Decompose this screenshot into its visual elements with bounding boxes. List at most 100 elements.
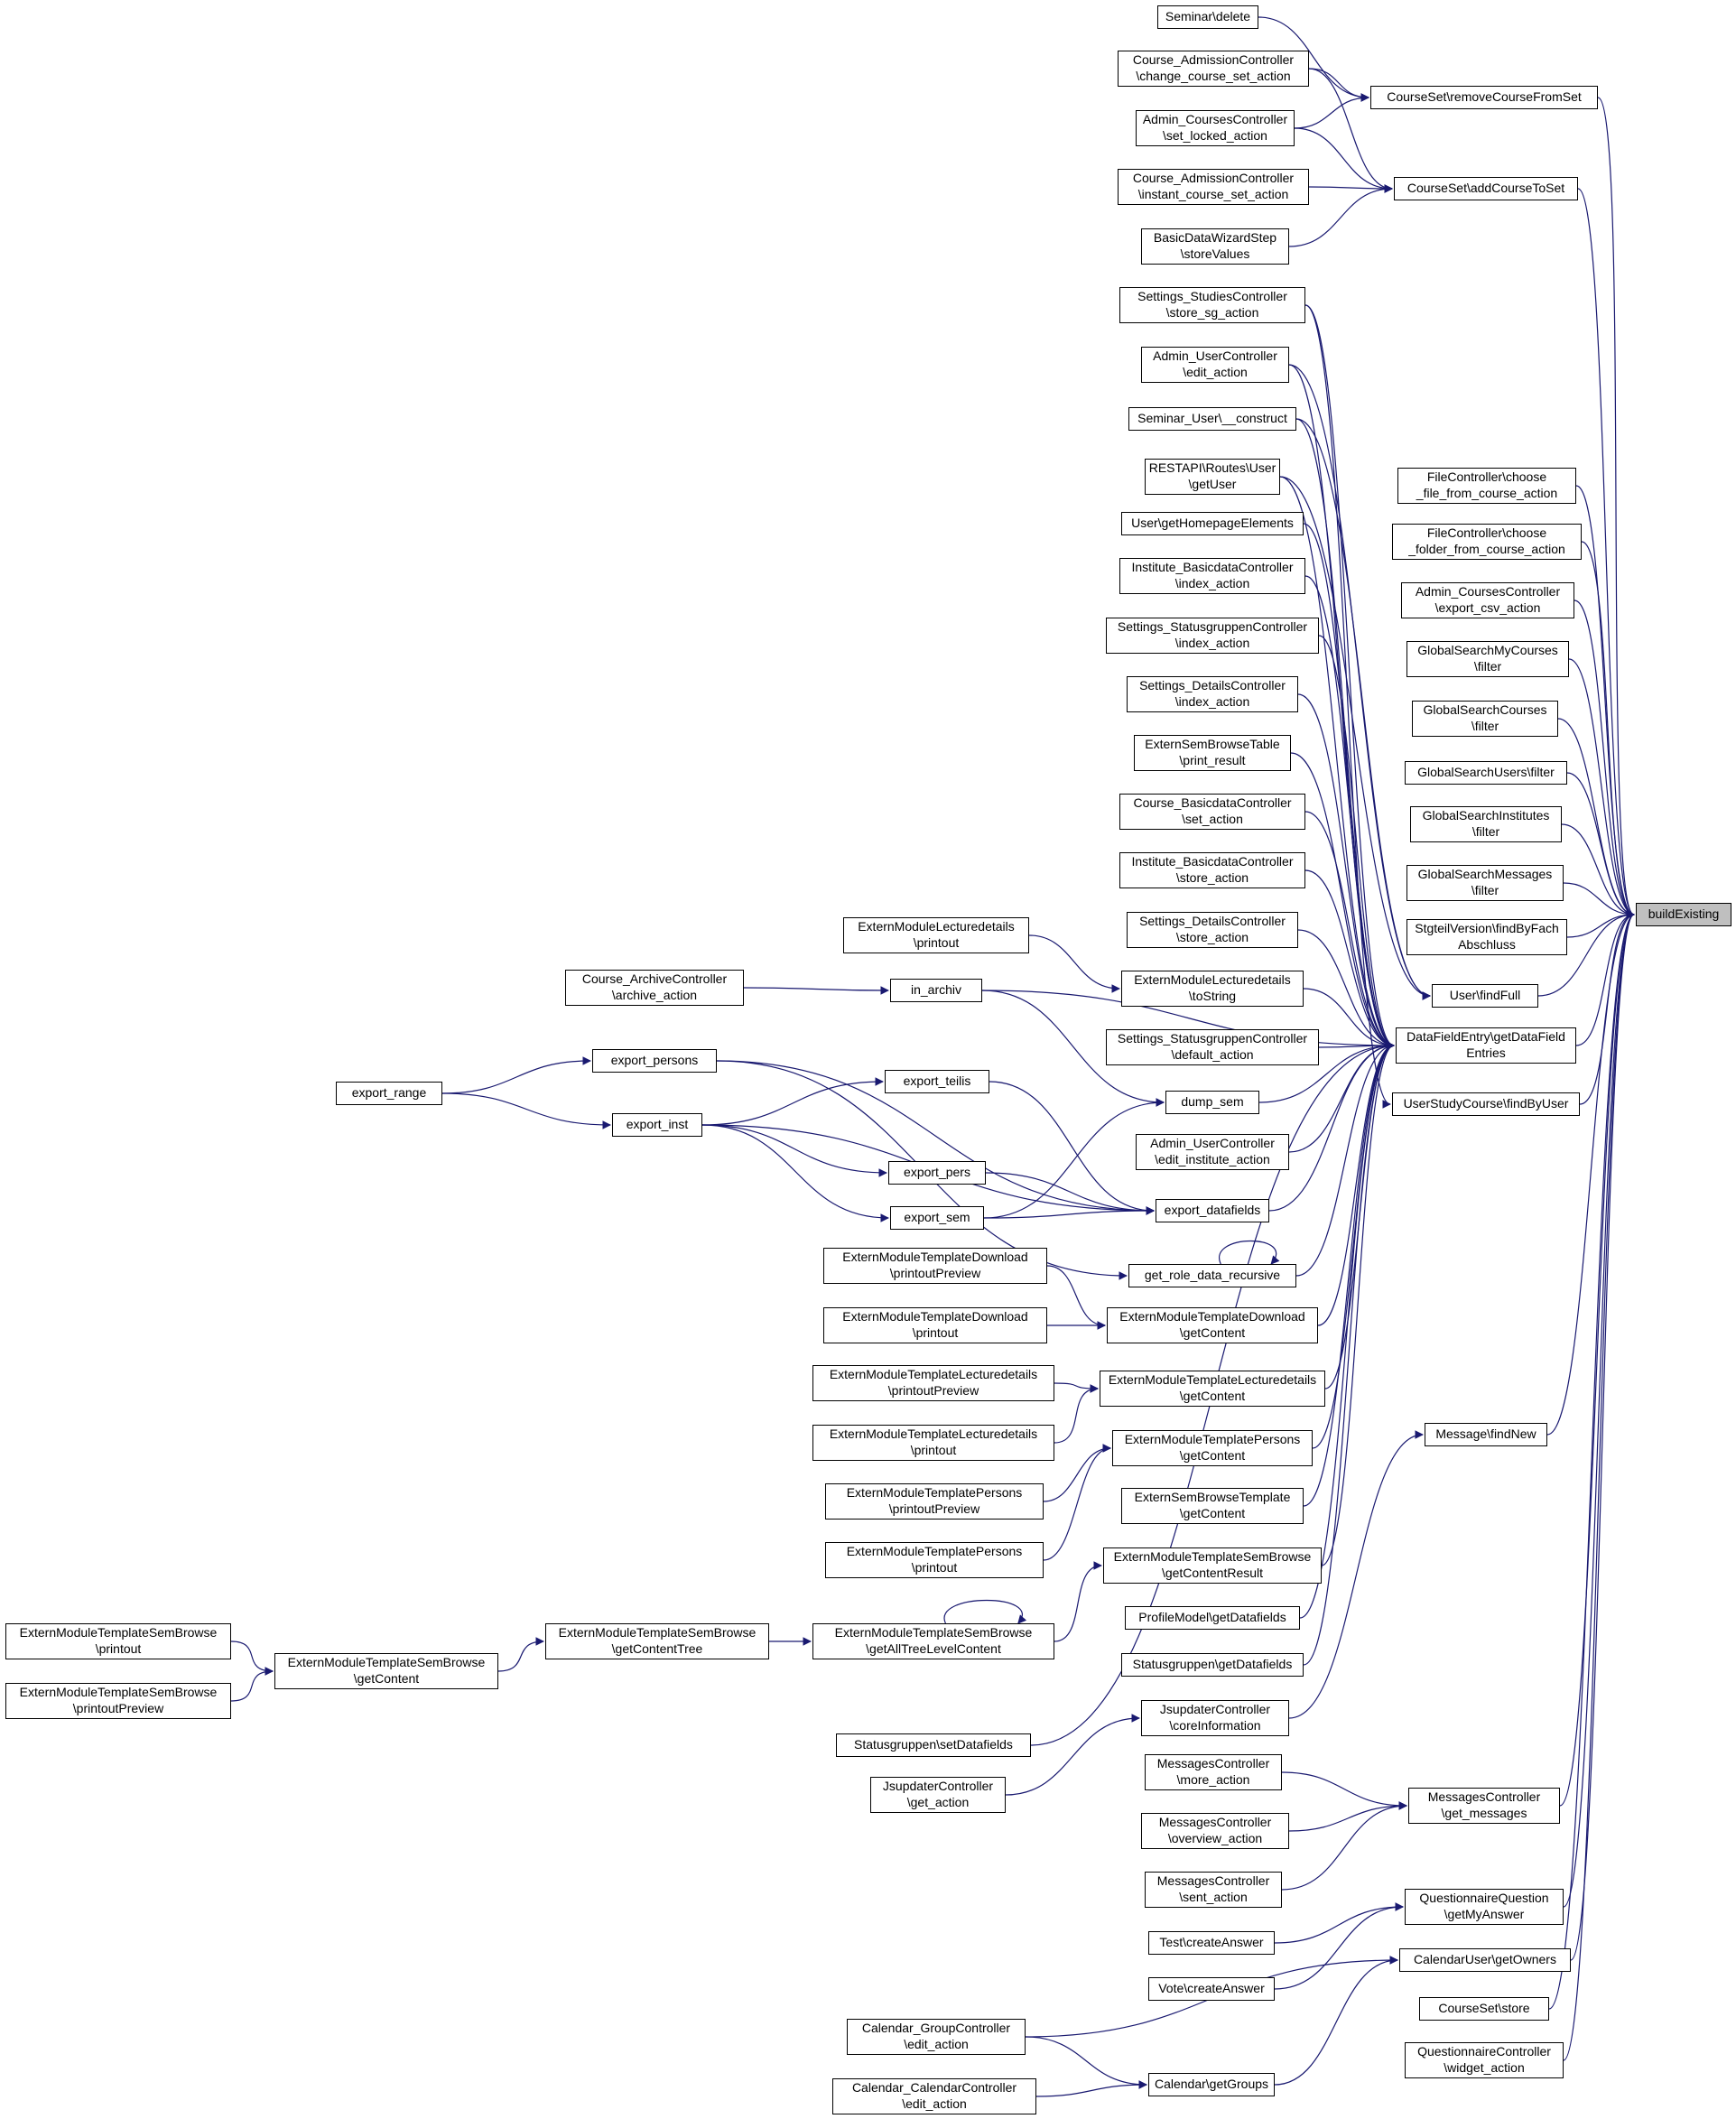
edge-in-archiv--get-data-field-entries <box>981 990 1395 1050</box>
node-choose-file-from-course-action[interactable]: FileController\choose _file_from_course_… <box>1397 468 1576 504</box>
node-archive-action[interactable]: Course_ArchiveController \archive_action <box>565 970 744 1006</box>
node-core-information[interactable]: JsupdaterController \coreInformation <box>1141 1700 1289 1736</box>
node-restapi-get-user[interactable]: RESTAPI\Routes\User \getUser <box>1145 459 1280 495</box>
node-choose-folder-from-course-action[interactable]: FileController\choose _folder_from_cours… <box>1392 524 1582 560</box>
node-label: CourseSet\addCourseToSet <box>1406 181 1565 196</box>
node-get-my-answer[interactable]: QuestionnaireQuestion \getMyAnswer <box>1405 1889 1564 1925</box>
node-template-lecturedetails-printout[interactable]: ExternModuleTemplateLecturedetails \prin… <box>812 1425 1054 1461</box>
edge-template-lecturedetails-printout-preview--template-lecturedetails-get-content <box>1054 1382 1099 1393</box>
node-template-download-get-content[interactable]: ExternModuleTemplateDownload \getContent <box>1107 1307 1318 1343</box>
node-remove-course-from-set[interactable]: CourseSet\removeCourseFromSet <box>1370 86 1598 109</box>
node-instant-course-set-action[interactable]: Course_AdmissionController \instant_cour… <box>1118 169 1309 205</box>
node-get-data-field-entries[interactable]: DataFieldEntry\getDataField Entries <box>1396 1027 1576 1064</box>
node-lecturedetails-tostring[interactable]: ExternModuleLecturedetails \toString <box>1121 971 1304 1007</box>
node-label: JsupdaterController \get_action <box>882 1779 994 1809</box>
node-export-datafields[interactable]: export_datafields <box>1156 1199 1269 1222</box>
node-label: ExternModuleTemplateLecturedetails \getC… <box>1108 1372 1317 1403</box>
node-messages-more-action[interactable]: MessagesController \more_action <box>1145 1754 1282 1790</box>
node-dump-sem[interactable]: dump_sem <box>1165 1091 1259 1114</box>
node-institute-index-action[interactable]: Institute_BasicdataController \index_act… <box>1119 558 1305 594</box>
node-admin-user-edit-action[interactable]: Admin_UserController \edit_action <box>1141 347 1289 383</box>
node-label: Settings_DetailsController \index_action <box>1139 678 1286 709</box>
node-sembrowse-printout-preview[interactable]: ExternModuleTemplateSemBrowse \printoutP… <box>5 1683 231 1719</box>
node-seminar-user-construct[interactable]: Seminar_User\__construct <box>1128 407 1296 431</box>
node-seminar-delete[interactable]: Seminar\delete <box>1157 5 1258 29</box>
node-label: ExternModuleTemplateLecturedetails \prin… <box>829 1427 1038 1457</box>
node-test-create-answer[interactable]: Test\createAnswer <box>1148 1931 1275 1955</box>
node-template-download-printout-preview[interactable]: ExternModuleTemplateDownload \printoutPr… <box>823 1248 1047 1284</box>
node-export-range[interactable]: export_range <box>336 1082 442 1105</box>
node-calendar-user-get-owners[interactable]: CalendarUser\getOwners <box>1399 1948 1571 1972</box>
node-messages-overview-action[interactable]: MessagesController \overview_action <box>1141 1813 1289 1849</box>
node-set-locked-action[interactable]: Admin_CoursesController \set_locked_acti… <box>1136 110 1295 146</box>
node-sembrowse-get-all-tree-level-content[interactable]: ExternModuleTemplateSemBrowse \getAllTre… <box>812 1623 1054 1659</box>
node-statusgruppen-default-action[interactable]: Settings_StatusgruppenController \defaul… <box>1106 1029 1319 1065</box>
node-template-persons-get-content[interactable]: ExternModuleTemplatePersons \getContent <box>1112 1430 1313 1466</box>
node-user-find-full[interactable]: User\findFull <box>1432 984 1538 1008</box>
node-course-set-store[interactable]: CourseSet\store <box>1419 1997 1549 2021</box>
node-print-result[interactable]: ExternSemBrowseTable \print_result <box>1134 735 1291 771</box>
node-label: ExternModuleTemplateLecturedetails \prin… <box>829 1367 1038 1398</box>
node-sembrowse-get-content[interactable]: ExternModuleTemplateSemBrowse \getConten… <box>274 1653 498 1689</box>
node-global-search-courses-filter[interactable]: GlobalSearchCourses \filter <box>1412 701 1558 737</box>
node-message-find-new[interactable]: Message\findNew <box>1425 1423 1547 1446</box>
node-label: in_archiv <box>910 982 962 998</box>
node-sembrowse-printout[interactable]: ExternModuleTemplateSemBrowse \printout <box>5 1623 231 1659</box>
node-get-messages[interactable]: MessagesController \get_messages <box>1408 1788 1560 1824</box>
node-export-pers[interactable]: export_pers <box>888 1161 986 1185</box>
node-template-lecturedetails-get-content[interactable]: ExternModuleTemplateLecturedetails \getC… <box>1100 1371 1325 1407</box>
node-calendar-calendar-edit-action[interactable]: Calendar_CalendarController \edit_action <box>832 2078 1036 2114</box>
node-sembrowse-template-get-content[interactable]: ExternSemBrowseTemplate \getContent <box>1121 1488 1304 1524</box>
node-lecturedetails-printout[interactable]: ExternModuleLecturedetails \printout <box>843 917 1029 953</box>
node-template-lecturedetails-printout-preview[interactable]: ExternModuleTemplateLecturedetails \prin… <box>812 1365 1054 1401</box>
node-template-download-printout[interactable]: ExternModuleTemplateDownload \printout <box>823 1307 1047 1343</box>
node-questionnaire-widget-action[interactable]: QuestionnaireController \widget_action <box>1405 2042 1564 2078</box>
node-sembrowse-get-content-tree[interactable]: ExternModuleTemplateSemBrowse \getConten… <box>545 1623 769 1659</box>
node-global-search-users-filter[interactable]: GlobalSearchUsers\filter <box>1405 761 1567 785</box>
edge-template-persons-printout-preview--template-persons-get-content <box>1043 1444 1111 1502</box>
node-calendar-group-edit-action[interactable]: Calendar_GroupController \edit_action <box>847 2019 1026 2055</box>
node-global-search-messages-filter[interactable]: GlobalSearchMessages \filter <box>1406 865 1564 901</box>
node-course-basicdata-set-action[interactable]: Course_BasicdataController \set_action <box>1119 794 1305 830</box>
edge-details-index-action--get-data-field-entries <box>1297 693 1395 1050</box>
node-export-csv-action[interactable]: Admin_CoursesController \export_csv_acti… <box>1401 582 1574 618</box>
node-label: MessagesController \sent_action <box>1156 1873 1270 1904</box>
node-institute-store-action[interactable]: Institute_BasicdataController \store_act… <box>1119 852 1305 888</box>
node-global-search-my-courses-filter[interactable]: GlobalSearchMyCourses \filter <box>1406 641 1569 677</box>
edge-export-sem--dump-sem <box>983 1098 1165 1219</box>
node-profile-get-datafields[interactable]: ProfileModel\getDatafields <box>1125 1606 1300 1630</box>
node-global-search-institutes-filter[interactable]: GlobalSearchInstitutes \filter <box>1410 806 1562 842</box>
node-label: RESTAPI\Routes\User \getUser <box>1148 460 1276 491</box>
edge-sembrowse-get-content--sembrowse-get-content-tree <box>497 1637 544 1672</box>
node-export-persons[interactable]: export_persons <box>592 1049 717 1073</box>
edge-course-basicdata-set-action--get-data-field-entries <box>1304 811 1395 1050</box>
node-calendar-get-groups[interactable]: Calendar\getGroups <box>1148 2073 1275 2096</box>
node-build-existing: buildExisting <box>1636 903 1731 926</box>
edge-seminar-user-construct--user-find-full <box>1295 418 1431 1000</box>
node-sembrowse-get-content-result[interactable]: ExternModuleTemplateSemBrowse \getConten… <box>1103 1547 1322 1584</box>
node-label: MessagesController \more_action <box>1156 1756 1270 1787</box>
node-template-persons-printout-preview[interactable]: ExternModuleTemplatePersons \printoutPre… <box>825 1483 1044 1520</box>
node-statusgruppen-set-datafields[interactable]: Statusgruppen\setDatafields <box>836 1733 1031 1757</box>
node-get-role-data-recursive[interactable]: get_role_data_recursive <box>1128 1264 1296 1287</box>
node-jsupdater-get-action[interactable]: JsupdaterController \get_action <box>870 1777 1006 1813</box>
node-change-course-set-action[interactable]: Course_AdmissionController \change_cours… <box>1118 51 1309 87</box>
node-in-archiv[interactable]: in_archiv <box>890 979 982 1002</box>
node-statusgruppen-index-action[interactable]: Settings_StatusgruppenController \index_… <box>1106 618 1319 654</box>
node-add-course-to-set[interactable]: CourseSet\addCourseToSet <box>1394 177 1578 200</box>
node-store-sg-action[interactable]: Settings_StudiesController \store_sg_act… <box>1119 287 1305 323</box>
node-export-teilis[interactable]: export_teilis <box>885 1070 989 1093</box>
node-details-store-action[interactable]: Settings_DetailsController \store_action <box>1127 912 1298 948</box>
node-get-homepage-elements[interactable]: User\getHomepageElements <box>1121 512 1304 535</box>
node-find-by-user[interactable]: UserStudyCourse\findByUser <box>1392 1092 1580 1116</box>
node-messages-sent-action[interactable]: MessagesController \sent_action <box>1145 1872 1282 1908</box>
node-stgteil-find-by-fach-abschluss[interactable]: StgteilVersion\findByFach Abschluss <box>1406 919 1567 955</box>
node-edit-institute-action[interactable]: Admin_UserController \edit_institute_act… <box>1136 1134 1289 1170</box>
node-template-persons-printout[interactable]: ExternModuleTemplatePersons \printout <box>825 1542 1044 1578</box>
node-statusgruppen-get-datafields[interactable]: Statusgruppen\getDatafields <box>1121 1653 1304 1677</box>
node-vote-create-answer[interactable]: Vote\createAnswer <box>1148 1977 1275 2001</box>
node-export-sem[interactable]: export_sem <box>890 1206 984 1230</box>
node-export-inst[interactable]: export_inst <box>612 1113 702 1137</box>
node-details-index-action[interactable]: Settings_DetailsController \index_action <box>1127 676 1298 712</box>
node-store-values[interactable]: BasicDataWizardStep \storeValues <box>1141 228 1289 265</box>
